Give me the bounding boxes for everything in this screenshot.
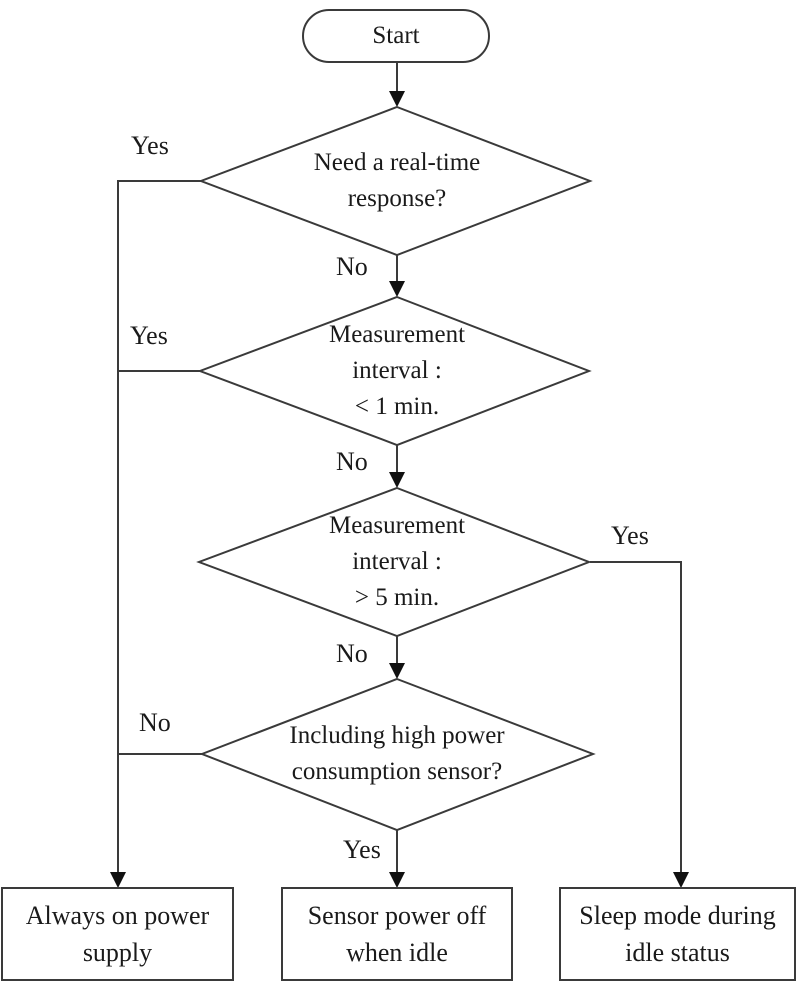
edge-d1-yes-to-box1 (117, 180, 201, 874)
edge-d3-yes-to-box3 (590, 561, 682, 874)
arrowhead-into-d2 (389, 281, 405, 297)
edge-label-d2-no: No (336, 447, 368, 476)
arrowhead-into-box3 (673, 872, 689, 888)
arrowhead-into-d4 (389, 663, 405, 679)
terminal-sleep-mode-label: Sleep mode during idle status (579, 901, 776, 967)
arrowhead-into-box1 (110, 872, 126, 888)
decision-3-label: Measurement interval : > 5 min. (328, 512, 466, 611)
decision-3-shape (196, 486, 592, 638)
edge-label-d4-no: No (139, 708, 171, 737)
edge-label-d3-yes: Yes (611, 521, 649, 550)
arrowhead-into-box2 (389, 872, 405, 888)
decision-2-shape (197, 295, 592, 447)
decision-1-label: Need a real-time response? (313, 149, 481, 212)
edge-label-d1-yes: Yes (131, 131, 169, 160)
arrowhead-into-d1 (389, 91, 405, 107)
edge-label-d1-no: No (336, 252, 368, 281)
edge-label-d4-yes: Yes (343, 835, 381, 864)
arrowhead-into-d3 (389, 472, 405, 488)
decision-4-label: Including high power consumption sensor? (289, 722, 505, 785)
terminal-1-shape (1, 887, 234, 981)
terminal-3-shape (559, 887, 796, 981)
terminal-always-on-label: Always on power supply (25, 901, 210, 967)
start-node-label: Start (372, 22, 420, 49)
decision-1-shape (198, 105, 593, 257)
edge-label-d3-no: No (336, 639, 368, 668)
start-node-shape (302, 9, 490, 63)
terminal-2-shape (281, 887, 513, 981)
decision-4-shape (199, 677, 596, 832)
terminal-power-off-label: Sensor power off when idle (307, 901, 487, 967)
decision-2-label: Measurement interval : < 1 min. (328, 321, 466, 420)
edge-label-d2-yes: Yes (130, 321, 168, 350)
